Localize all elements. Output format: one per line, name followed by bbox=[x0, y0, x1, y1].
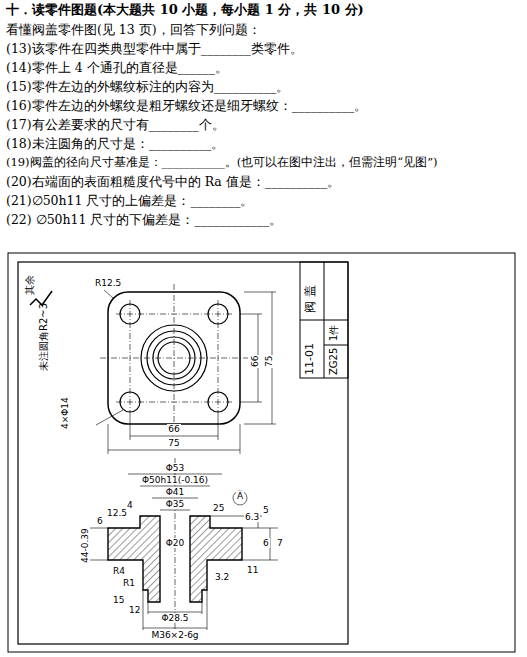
drawing-label: 11 bbox=[246, 565, 259, 575]
drawing-label: 3.2 bbox=[214, 572, 230, 582]
drawing-label: 25 bbox=[212, 503, 225, 513]
drawing-label: R4 bbox=[112, 566, 126, 576]
drawing-label: 阀 盖 bbox=[304, 284, 318, 314]
drawing-label: 未注圆角R2~3 bbox=[38, 302, 50, 372]
drawing-label: M36×2-6g bbox=[150, 630, 199, 640]
drawing-label: 6.3 bbox=[244, 512, 260, 522]
drawing-label: 75 bbox=[167, 438, 180, 448]
drawing-label: 5 bbox=[262, 505, 270, 515]
question-text: (22) ∅50h11 尺寸的下偏差是：____________。 bbox=[6, 213, 282, 227]
drawing-label: 12 bbox=[128, 605, 141, 615]
question-text: (20)右端面的表面粗糙度代号中的 Ra 值是：__________。 bbox=[6, 175, 340, 189]
drawing-label: 4×Φ14 bbox=[60, 396, 70, 430]
drawing-label: 75 bbox=[264, 355, 274, 368]
drawing-label: Φ20 bbox=[165, 538, 186, 548]
drawing-label: 15 bbox=[112, 595, 125, 605]
drawing-label: Φ53 bbox=[165, 463, 186, 473]
drawing-label: Φ50h11(-0.16) bbox=[141, 475, 209, 485]
question-text: (17)有公差要求的尺寸有________个。 bbox=[6, 118, 225, 132]
drawing-label: A bbox=[236, 491, 244, 501]
drawing-label: R12.5 bbox=[94, 278, 122, 288]
drawing-label: Φ35 bbox=[165, 499, 186, 509]
drawing-label: 1件 bbox=[328, 324, 340, 342]
question-text: (18)未注圆角的尺寸是：__________。 bbox=[6, 137, 224, 151]
drawing-label: 6 bbox=[262, 538, 270, 548]
question-text: (16)零件左边的外螺纹是粗牙螺纹还是细牙螺纹：__________。 bbox=[6, 99, 367, 113]
drawing-label: 44-0.39 bbox=[80, 527, 90, 564]
drawing-label: Φ28.5 bbox=[160, 613, 189, 623]
drawing-label: Φ41 bbox=[165, 487, 186, 497]
drawing-label: 11-01 bbox=[304, 342, 317, 376]
drawing-label: R1 bbox=[122, 578, 136, 588]
drawing-label: 7 bbox=[276, 538, 284, 548]
drawing-label: 其余 bbox=[24, 274, 36, 296]
drawing-label: ZG25 bbox=[328, 347, 340, 376]
drawing-label: 12.5 bbox=[106, 508, 128, 518]
drawing-label: 66 bbox=[167, 424, 180, 434]
question-text: (21)∅50h11 尺寸的上偏差是：________。 bbox=[6, 194, 254, 208]
question-text: (13)该零件在四类典型零件中属于________类零件。 bbox=[6, 42, 303, 56]
question-text: (15)零件左边的外螺纹标注的内容为__________。 bbox=[6, 80, 289, 94]
drawing-label: 6 bbox=[96, 516, 104, 526]
question-text: 看懂阀盖零件图(见 13 页)，回答下列问题： bbox=[6, 23, 261, 37]
question-text: (19)阀盖的径向尺寸基准是：___________。(也可以在图中注出，但需注… bbox=[6, 156, 438, 169]
question-title: 十．读零件图题(本大题共 10 小题，每小题 1 分，共 10 分) bbox=[6, 3, 364, 18]
question-text: (14)零件上 4 个通孔的直径是______。 bbox=[6, 61, 228, 75]
drawing-label: 66 bbox=[250, 355, 260, 368]
